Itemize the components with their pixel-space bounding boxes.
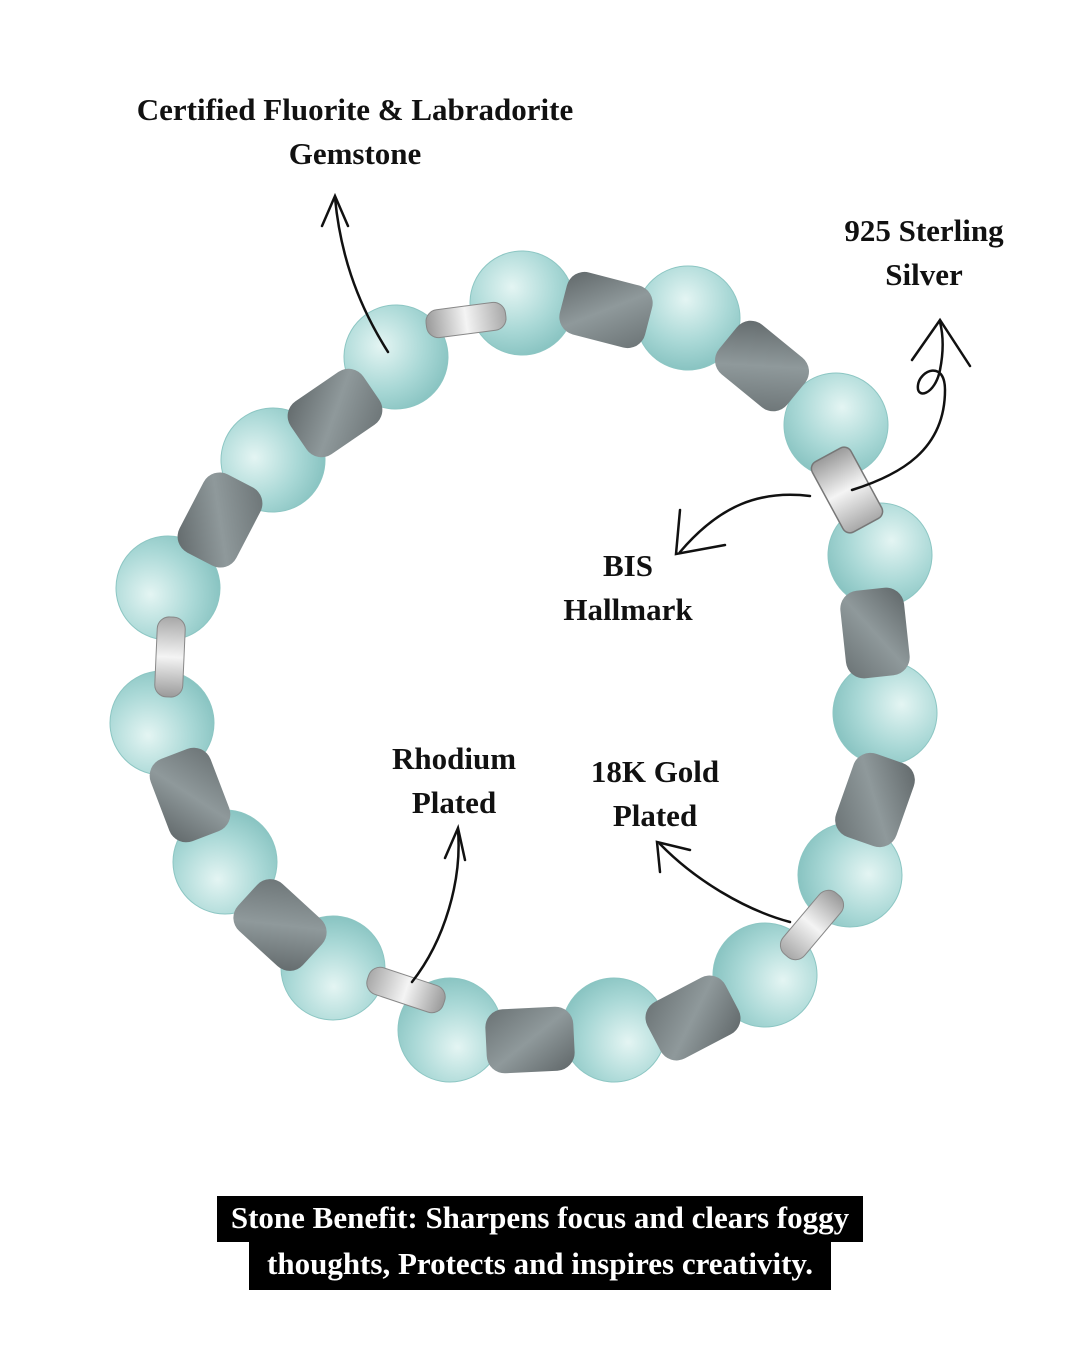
arrow-rhodium	[410, 828, 460, 984]
labradorite-bead	[233, 879, 327, 971]
label-gold-line2: Plated	[612, 798, 698, 833]
label-silver-line2: Silver	[885, 257, 963, 292]
stone-benefit-banner: Stone Benefit: Sharpens focus and clears…	[0, 1196, 1080, 1290]
label-silver-line1: 925 Sterling	[844, 213, 1004, 248]
rhodium-spacer-bead	[366, 966, 446, 1014]
arrow-gold	[658, 842, 792, 924]
labradorite-bead	[485, 1006, 575, 1074]
labradorite-bead	[715, 320, 809, 412]
rhodium-spacer-bead	[779, 889, 845, 961]
arrowhead-rhodium	[443, 823, 467, 862]
bead-ring	[109, 250, 938, 1083]
label-rhodium-line1: Rhodium	[391, 741, 517, 776]
rhodium-spacer-bead	[425, 301, 507, 339]
arrowhead-gold	[655, 840, 692, 874]
arrowhead-silver	[910, 317, 972, 368]
fluorite-bead	[783, 372, 889, 478]
labradorite-bead	[645, 975, 741, 1061]
label-gemstone-line2: Gemstone	[288, 136, 422, 171]
label-rhodium-line2: Plated	[411, 785, 497, 820]
labradorite-bead	[559, 271, 653, 349]
arrow-silver	[850, 320, 947, 492]
rhodium-spacer-bead	[154, 616, 186, 698]
labradorite-bead	[287, 368, 383, 458]
label-gold: 18K Gold Plated	[565, 750, 745, 838]
arrowhead-gemstone	[320, 192, 350, 228]
labradorite-bead	[840, 587, 910, 679]
label-gemstone: Certified Fluorite & Labradorite Gemston…	[100, 88, 610, 176]
benefit-line-2: thoughts, Protects and inspires creativi…	[249, 1242, 831, 1290]
arrowhead-hallmark	[674, 508, 727, 556]
labradorite-bead	[835, 752, 915, 848]
label-hallmark: BIS Hallmark	[538, 544, 718, 632]
labradorite-bead	[149, 747, 231, 843]
arrow-hallmark	[678, 493, 812, 554]
labradorite-bead	[177, 472, 263, 568]
arrow-gemstone	[333, 196, 390, 354]
benefit-line-1: Stone Benefit: Sharpens focus and clears…	[216, 1196, 864, 1242]
label-gemstone-line1: Certified Fluorite & Labradorite	[136, 92, 574, 127]
label-hallmark-line2: Hallmark	[563, 592, 693, 627]
label-silver: 925 Sterling Silver	[814, 209, 1034, 297]
annotation-arrows	[320, 192, 972, 984]
label-rhodium: Rhodium Plated	[364, 737, 544, 825]
label-hallmark-line1: BIS	[603, 548, 653, 583]
hallmark-silver-bead	[810, 446, 884, 534]
label-gold-line1: 18K Gold	[590, 754, 720, 789]
